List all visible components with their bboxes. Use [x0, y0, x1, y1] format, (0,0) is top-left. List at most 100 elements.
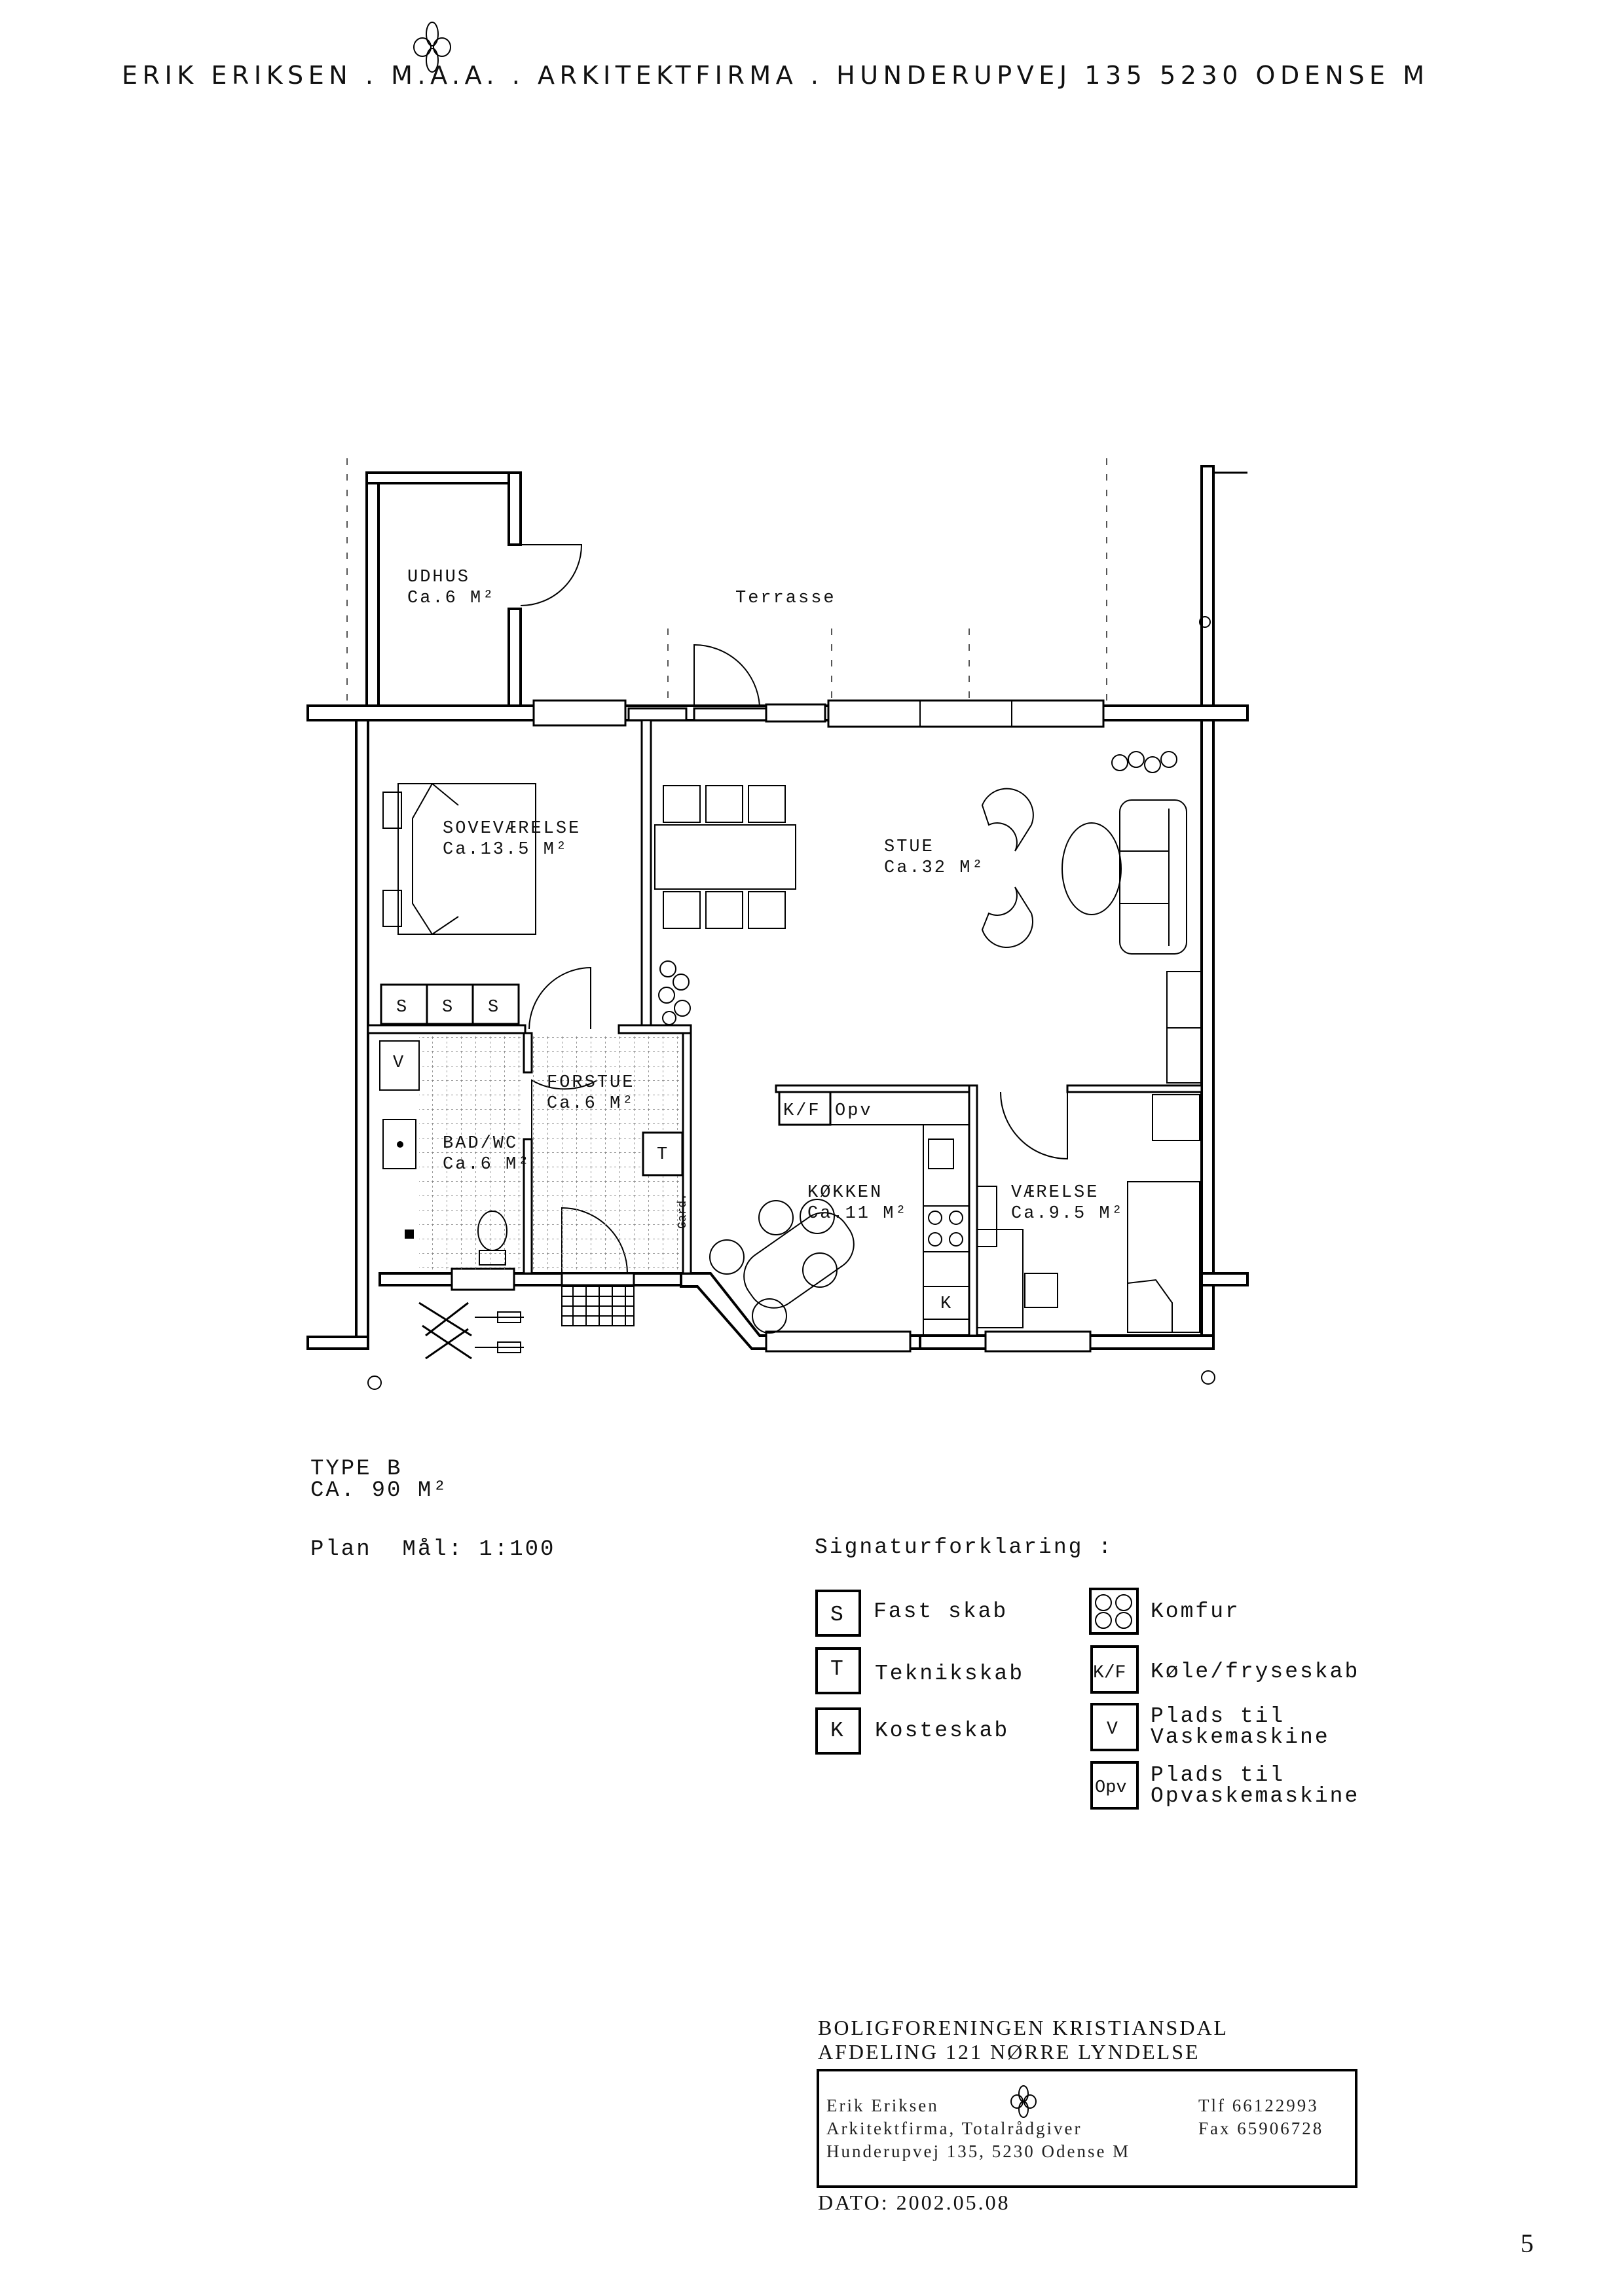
wardrobe-label: Gard. [676, 1194, 690, 1229]
window [765, 703, 826, 723]
floor-drain-icon [405, 1230, 414, 1239]
window-vaerelse [984, 1330, 1092, 1353]
firm-logo-icon [413, 22, 451, 73]
title-block: BOLIGFORENINGEN KRISTIANSDAL AFDELING 12… [817, 2016, 1357, 2214]
wall-kitchen-vaerelse [968, 1084, 978, 1337]
udhus-wall-left [365, 471, 380, 715]
legend-symbol-s: S [830, 1603, 845, 1627]
udhus-wall-right-upper [507, 471, 522, 546]
legend-title: Signaturforklaring : [815, 1535, 1113, 1559]
room-area-vaerelse: Ca.9.5 M² [1011, 1204, 1124, 1224]
legend-symbol-t: T [830, 1657, 845, 1681]
broom-cabinet-symbol: K [940, 1294, 953, 1314]
exterior-wall-right-return [1200, 1272, 1249, 1286]
room-label-kokken: KØKKEN [807, 1183, 883, 1203]
plan-scale: Plan Mål: 1:100 [310, 1537, 555, 1562]
wall-bedroom-bath [367, 1024, 526, 1034]
legend-symbol-v: V [1107, 1719, 1120, 1740]
legend-label-komfur: Komfur [1151, 1599, 1240, 1624]
page-number: 5 [1521, 2229, 1536, 2258]
kitchen-sink [928, 1139, 954, 1169]
room-label-stue: STUE [884, 837, 934, 857]
terrace-door-opening [693, 707, 767, 721]
room-area-forstue: Ca.6 M² [547, 1094, 635, 1114]
firm-fax: Fax 65906728 [1198, 2119, 1323, 2138]
room-label-bad: BAD/WC [443, 1134, 518, 1154]
legend-symbol-stove-icon [1089, 1588, 1139, 1635]
udhus-wall-top [365, 471, 522, 484]
bath-tiles [419, 1034, 523, 1271]
drawing-date: DATO: 2002.05.08 [818, 2191, 1010, 2214]
fixed-cabinets: S S S [380, 983, 520, 1025]
terrace-wall-right [1200, 465, 1215, 715]
dining-table [654, 785, 796, 929]
room-label-terrasse: Terrasse [735, 589, 836, 608]
kitchen-counter-top [830, 1091, 970, 1125]
washing-machine-space [379, 1040, 420, 1091]
legend-label-plads-til: Plads til [1151, 1704, 1285, 1728]
legend-symbol-k: K [830, 1719, 845, 1743]
udhus-door [520, 544, 583, 606]
floor-plan: S S S V T Gard. [306, 458, 1249, 1390]
window-kokken [765, 1330, 912, 1353]
firm-phone: Tlf 66122993 [1198, 2096, 1319, 2115]
cabinet-symbol: S [396, 998, 409, 1017]
client-department: AFDELING 121 NØRRE LYNDELSE [818, 2040, 1200, 2064]
wall-vaerelse-top [1066, 1084, 1203, 1093]
broom-cabinet [923, 1286, 970, 1320]
window-stue [827, 699, 1105, 728]
vaerelse-door [1000, 1091, 1068, 1160]
double-bed [382, 783, 536, 935]
legend-label-opvaskemaskine: Opvaskemaskine [1151, 1784, 1359, 1808]
outdoor-tap-icon [1199, 616, 1211, 628]
entrance-door-opening [561, 1272, 635, 1286]
wardrobe [1152, 1094, 1200, 1141]
shelf [976, 1186, 997, 1247]
washing-machine-symbol: V [393, 1053, 405, 1073]
apartment-type: TYPE B [310, 1457, 402, 1482]
udhus-wall-right-lower [507, 608, 522, 715]
legend-label-teknikskab: Teknikskab [875, 1662, 1024, 1686]
entrance-mat [561, 1286, 635, 1326]
firm-description: Arkitektfirma, Totalrådgiver [826, 2119, 1082, 2138]
wall-bedroom-stue [640, 719, 652, 1029]
exterior-wall-bottom-left [378, 1272, 682, 1286]
wall-bath-forstue [523, 1032, 533, 1074]
kitchen-table [709, 1199, 855, 1334]
plant-icon [1111, 751, 1177, 773]
room-area-sovevaerelse: Ca.13.5 M² [443, 840, 568, 860]
window-bad [451, 1267, 515, 1291]
technical-cabinet [642, 1131, 684, 1176]
bicycle-parking-icon [418, 1302, 524, 1360]
room-label-vaerelse: VÆRELSE [1011, 1183, 1099, 1203]
outdoor-tap-icon [1201, 1370, 1215, 1385]
stove [923, 1205, 970, 1252]
washbasin [382, 1119, 416, 1169]
legend: Signaturforklaring : S Fast skab T Tekni… [815, 1535, 1359, 1810]
terrace-door [693, 644, 760, 706]
fridge-freezer-symbol: K/F [783, 1101, 821, 1121]
wall-forstue-top [618, 1024, 692, 1034]
window [532, 699, 627, 727]
legend-label-fast-skab: Fast skab [874, 1599, 1008, 1624]
window [627, 707, 688, 721]
cabinet-symbol: S [488, 998, 500, 1017]
apartment-area: CA. 90 M² [310, 1478, 449, 1503]
header-firm-line: ERIK ERIKSEN . M.A.A. . ARKITEKTFIRMA . … [122, 61, 1429, 90]
room-area-udhus: Ca.6 M² [407, 589, 495, 608]
legend-symbol-kf: K/F [1093, 1663, 1126, 1683]
cabinet-symbol: S [442, 998, 454, 1017]
client-name: BOLIGFORENINGEN KRISTIANSDAL [818, 2016, 1228, 2039]
exterior-wall-left [355, 719, 369, 1350]
exterior-wall-right [1200, 719, 1215, 1350]
room-label-sovevaerelse: SOVEVÆRELSE [443, 819, 581, 839]
wall-forstue-right [682, 1032, 692, 1275]
firm-name: Erik Eriksen [826, 2096, 939, 2115]
outdoor-tap-icon [367, 1376, 382, 1390]
chair [1024, 1273, 1058, 1308]
room-area-kokken: Ca.11 M² [807, 1204, 908, 1224]
room-label-forstue: FORSTUE [547, 1073, 635, 1093]
legend-label-kosteskab: Kosteskab [875, 1719, 1009, 1743]
